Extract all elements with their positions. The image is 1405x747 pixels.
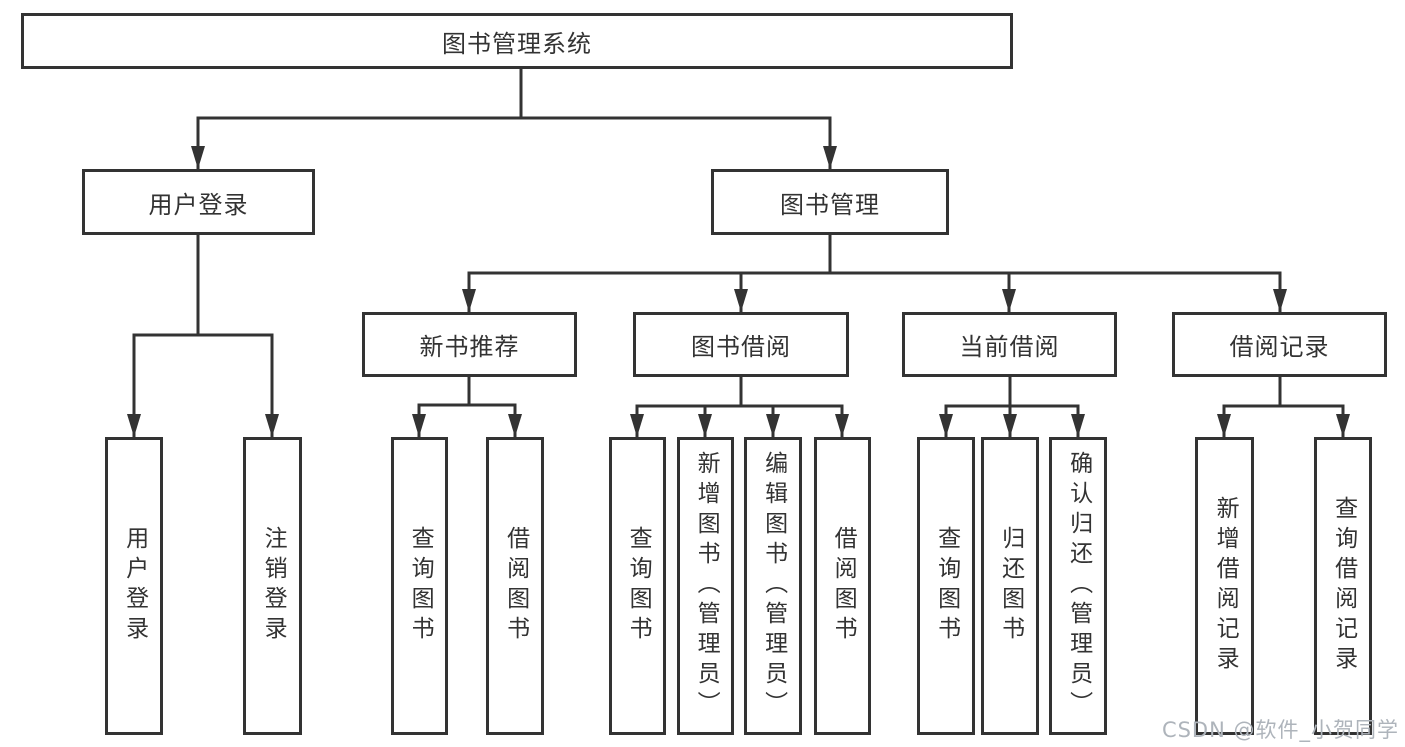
connector-new-book-recommend-branch xyxy=(417,375,517,407)
node-new-book-recommend-label: 新书推荐 xyxy=(419,333,520,361)
leaf-cb-query-books-label: 查询图书 xyxy=(933,526,960,646)
node-new-book-recommend: 新书推荐 xyxy=(362,312,577,377)
leaf-cb-return-books-label: 归还图书 xyxy=(997,526,1024,646)
leaf-user-login: 用户登录 xyxy=(105,437,163,735)
node-borrow-records-label: 借阅记录 xyxy=(1229,333,1330,361)
leaf-bb-borrow-books-label: 借阅图书 xyxy=(830,526,857,646)
leaf-nb-borrow-books-label: 借阅图书 xyxy=(502,526,529,646)
node-library-management-system: 图书管理系统 xyxy=(21,13,1013,69)
node-borrow-records: 借阅记录 xyxy=(1172,312,1387,377)
node-book-management-label: 图书管理 xyxy=(780,190,880,219)
leaf-cb-confirm-return-admin: 确认归还（管理员） xyxy=(1049,437,1107,735)
node-book-management: 图书管理 xyxy=(711,169,949,235)
leaf-bb-add-books-admin-label: 新增图书（管理员） xyxy=(693,451,720,721)
node-book-borrowing: 图书借阅 xyxy=(633,312,849,377)
leaf-bb-edit-books-admin-label: 编辑图书（管理员） xyxy=(760,451,787,721)
leaf-bb-query-books-label: 查询图书 xyxy=(625,526,652,646)
node-current-borrowing-label: 当前借阅 xyxy=(959,333,1060,361)
leaf-br-query-record: 查询借阅记录 xyxy=(1314,437,1372,735)
connector-borrow-records-branch xyxy=(1222,375,1345,408)
leaf-logout: 注销登录 xyxy=(243,437,302,735)
leaf-nb-query-books-label: 查询图书 xyxy=(407,526,434,646)
leaf-user-login-label: 用户登录 xyxy=(121,526,148,646)
connector-book-management-branch xyxy=(467,233,1282,275)
connector-book-borrowing-branch xyxy=(635,375,844,408)
node-user-login: 用户登录 xyxy=(82,169,315,235)
leaf-cb-confirm-return-admin-label: 确认归还（管理员） xyxy=(1065,451,1092,721)
csdn-watermark: CSDN @软件_小贺同学 xyxy=(1161,718,1399,742)
leaf-bb-borrow-books: 借阅图书 xyxy=(814,437,871,735)
leaf-cb-return-books: 归还图书 xyxy=(981,437,1039,735)
leaf-bb-query-books: 查询图书 xyxy=(609,437,666,735)
node-user-login-label: 用户登录 xyxy=(148,190,249,219)
leaf-cb-query-books: 查询图书 xyxy=(917,437,975,735)
leaf-br-add-record-label: 新增借阅记录 xyxy=(1212,496,1239,676)
connector-current-borrowing-branch xyxy=(944,375,1080,408)
node-library-management-system-label: 图书管理系统 xyxy=(442,29,592,58)
connector-user-login-branch xyxy=(132,233,274,337)
leaf-bb-edit-books-admin: 编辑图书（管理员） xyxy=(744,437,802,735)
leaf-br-query-record-label: 查询借阅记录 xyxy=(1330,496,1357,676)
node-current-borrowing: 当前借阅 xyxy=(902,312,1117,377)
leaf-nb-borrow-books: 借阅图书 xyxy=(486,437,544,735)
node-book-borrowing-label: 图书借阅 xyxy=(691,333,791,361)
leaf-logout-label: 注销登录 xyxy=(260,526,287,646)
leaf-bb-add-books-admin: 新增图书（管理员） xyxy=(677,437,734,735)
leaf-br-add-record: 新增借阅记录 xyxy=(1195,437,1254,735)
leaf-nb-query-books: 查询图书 xyxy=(391,437,448,735)
connector-root-to-level1 xyxy=(196,67,832,120)
